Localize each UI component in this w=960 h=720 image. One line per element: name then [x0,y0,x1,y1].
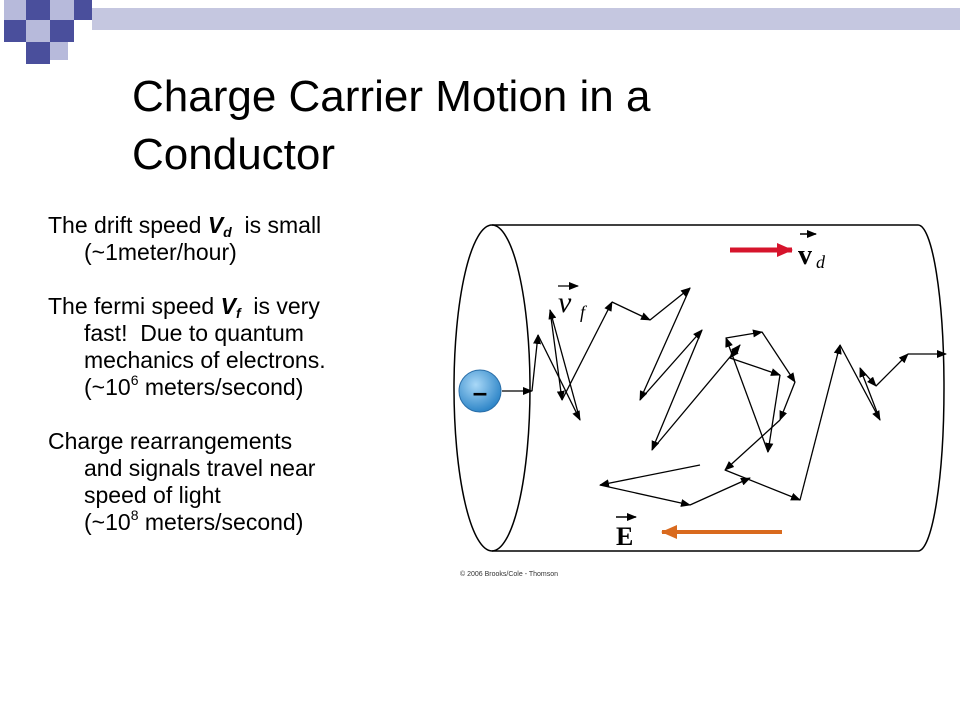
svg-text:v: v [558,286,572,319]
slide-title: Charge Carrier Motion in a Conductor [132,72,651,179]
electron: – [458,369,502,413]
drift-velocity-label: v d [798,230,826,272]
conductor-diagram: – [453,224,947,578]
svg-text:–: – [473,377,487,407]
fermi-speed-symbol: V [220,293,236,319]
top-bar [92,8,960,30]
bullet-fermi-speed: The fermi speed Vf is very fast! Due to … [48,293,326,400]
corner-square [74,0,92,20]
electric-field-label: E [616,513,637,551]
corner-square [26,20,50,42]
corner-square [50,20,74,42]
bullet-drift-speed: The drift speed Vd is small (~1meter/hou… [48,212,322,265]
svg-text:d: d [816,252,826,272]
corner-square [4,0,26,20]
figure-credit: © 2006 Brooks/Cole - Thomson [460,570,558,578]
drift-speed-symbol: V [207,212,224,238]
corner-square [50,0,74,20]
corner-square [26,42,50,64]
cylinder [453,224,945,552]
electron-path [502,287,947,507]
corner-square [50,42,68,60]
corner-square [26,0,50,20]
svg-text:f: f [580,302,588,322]
svg-text:E: E [616,522,633,551]
corner-square [4,20,26,42]
bullet-signal-speed: Charge rearrangements and signals travel… [48,428,316,535]
fermi-velocity-label: v f [558,282,588,322]
bullet-list: The drift speed Vd is small (~1meter/hou… [48,212,448,563]
svg-text:v: v [798,240,812,271]
